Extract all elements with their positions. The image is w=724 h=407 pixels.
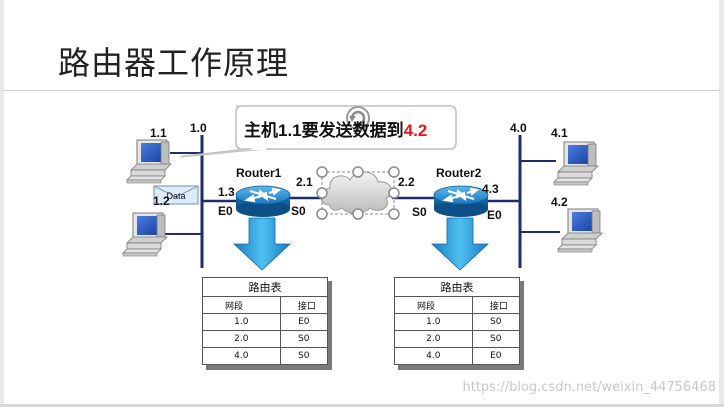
router2-right-ip: 4.3: [482, 182, 499, 196]
table-cell: 1.0: [394, 313, 473, 331]
callout-text-highlight: 4.2: [403, 121, 428, 140]
table-cell: S0: [279, 330, 329, 348]
host-1-2-pc-icon: [122, 212, 168, 257]
table-cell: 2.0: [202, 330, 281, 348]
table-cell: 4.0: [394, 347, 473, 365]
table-cell: S0: [279, 347, 329, 365]
router1-down-arrow: [233, 217, 291, 271]
router1-name: Router1: [236, 166, 282, 180]
table-cell: S0: [471, 313, 521, 331]
host-1-2-label: 1.2: [153, 194, 170, 208]
table-cell: 4.0: [202, 347, 281, 365]
router1-right-iface: S0: [291, 204, 306, 218]
router1-left-ip: 1.3: [218, 185, 235, 199]
callout-text-prefix: 主机1.1要发送数据到: [244, 121, 404, 140]
router2-name: Router2: [436, 166, 482, 180]
slide-border-left: [0, 0, 4, 407]
host-4-1-pc-icon: [553, 141, 599, 186]
routing-table-1-header-iface: 接口: [279, 296, 329, 314]
lan-left-net-label: 1.0: [190, 121, 207, 135]
wan-cloud-icon: [320, 171, 393, 214]
router2-left-iface: S0: [412, 205, 427, 219]
table-cell: 2.0: [394, 330, 473, 348]
packet-label: Data: [166, 191, 185, 201]
routing-table-2-caption: 路由表: [394, 277, 520, 297]
title-divider: [4, 90, 719, 91]
slide-border-right: [719, 0, 724, 407]
host-1-1-pc-icon: [126, 139, 172, 184]
router1-left-iface: E0: [218, 204, 233, 218]
callout-text: 主机1.1要发送数据到4.2: [244, 116, 427, 141]
routing-table-2-header-net: 网段: [394, 296, 473, 314]
router2-right-iface: E0: [487, 208, 502, 222]
table-header-row: 网段 接口: [202, 296, 329, 314]
table-cell: S0: [471, 330, 521, 348]
router2-icon: [433, 185, 489, 218]
table-header-row: 路由表: [202, 277, 328, 297]
slide-title: 路由器工作原理: [58, 44, 290, 82]
host-1-1-label: 1.1: [150, 126, 167, 140]
table-header-row: 网段 接口: [394, 296, 521, 314]
host-4-2-label: 4.2: [551, 195, 568, 209]
router1-icon: [235, 185, 291, 218]
data-packet-icon: Data: [153, 185, 199, 205]
table-cell: E0: [471, 347, 521, 365]
lan-right-net-label: 4.0: [510, 121, 527, 135]
routing-table-1-header-net: 网段: [202, 296, 281, 314]
host-4-2-pc-icon: [557, 208, 603, 253]
router2-down-arrow: [431, 217, 489, 271]
router2-left-ip: 2.2: [398, 175, 415, 189]
table-header-row: 路由表: [394, 277, 520, 297]
table-cell: E0: [279, 313, 329, 331]
router1-right-ip: 2.1: [296, 175, 313, 189]
cloud-selection-frame[interactable]: [316, 166, 400, 220]
rotate-handle-icon[interactable]: [346, 106, 370, 130]
watermark: https://blog.csdn.net/weixin_44756468: [462, 380, 716, 395]
routing-table-2-header-iface: 接口: [471, 296, 521, 314]
table-cell: 1.0: [202, 313, 281, 331]
slide-border-bottom: [0, 404, 724, 407]
callout-bubble: [179, 105, 457, 158]
routing-table-1-caption: 路由表: [202, 277, 328, 297]
host-4-1-label: 4.1: [551, 126, 568, 140]
